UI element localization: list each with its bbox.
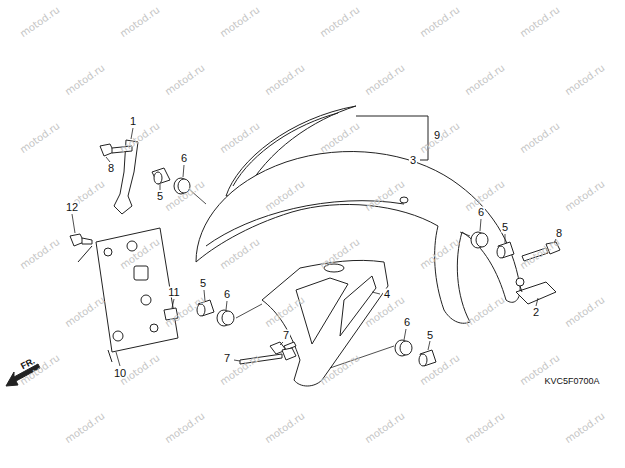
assembly-line	[460, 232, 470, 236]
watermark: motod.ru	[18, 121, 61, 156]
watermark: motod.ru	[518, 121, 561, 156]
leader-line	[505, 234, 506, 243]
leader-line	[172, 299, 174, 308]
watermark: motod.ru	[463, 63, 506, 98]
collar-end	[419, 354, 427, 366]
reflector-stud	[516, 278, 524, 286]
leader-line	[183, 165, 184, 177]
watermark: motod.ru	[563, 179, 606, 214]
watermark: motod.ru	[518, 5, 561, 40]
callout-number: 5	[156, 191, 164, 202]
watermark: motod.ru	[363, 63, 406, 98]
collar	[152, 168, 170, 184]
bolt-shank	[82, 238, 92, 244]
watermark: motod.ru	[263, 63, 306, 98]
mount-hole	[400, 197, 408, 203]
leader-line	[72, 214, 75, 233]
plate-slot	[134, 266, 148, 280]
watermark: motod.ru	[18, 237, 61, 272]
watermark: motod.ru	[118, 121, 161, 156]
watermark: motod.ru	[163, 411, 206, 446]
watermark: motod.ru	[463, 411, 506, 446]
watermark: motod.ru	[518, 237, 561, 272]
watermark: motod.ru	[218, 5, 261, 40]
callout-number: 2	[532, 307, 540, 318]
callout-number: 8	[107, 163, 115, 174]
callout-number: 6	[403, 317, 411, 328]
watermark: motod.ru	[163, 63, 206, 98]
watermark: motod.ru	[363, 411, 406, 446]
leader-line	[372, 292, 380, 294]
leader-line	[234, 360, 240, 361]
watermark: motod.ru	[63, 411, 106, 446]
watermark: motod.ru	[18, 5, 61, 40]
watermark: motod.ru	[418, 5, 461, 40]
diagram-code: KVC5F0700A	[544, 377, 599, 386]
callout-number: 5	[199, 278, 207, 289]
leader-line	[226, 301, 227, 310]
callout-number: 7	[282, 330, 290, 341]
callout-number: 1	[129, 116, 137, 127]
leader-line	[280, 342, 283, 345]
plate-hole	[104, 248, 112, 256]
watermark: motod.ru	[563, 411, 606, 446]
callout-number: 5	[426, 330, 434, 341]
plate	[96, 228, 178, 352]
watermark: motod.ru	[63, 63, 106, 98]
leader-lines	[72, 128, 556, 366]
leader-line	[106, 157, 110, 162]
plate-hole	[113, 331, 123, 341]
watermark: motod.ru	[563, 295, 606, 330]
callout-number: 7	[223, 353, 231, 364]
assembly-line	[236, 304, 262, 318]
callout-number: 10	[113, 368, 127, 379]
callout-number: 12	[65, 202, 79, 213]
leader-line	[404, 329, 406, 340]
callout-number: 5	[501, 222, 509, 233]
grommet	[400, 341, 412, 355]
watermark: motod.ru	[63, 295, 106, 330]
bolt	[282, 348, 296, 360]
grommet	[476, 233, 488, 247]
callout-number: 6	[223, 289, 231, 300]
watermark: motod.ru	[318, 5, 361, 40]
callout-number: 8	[555, 228, 563, 239]
leader-line	[536, 298, 538, 306]
watermark: motod.ru	[318, 121, 361, 156]
watermark: motod.ru	[118, 5, 161, 40]
leader-line	[160, 184, 161, 190]
callout-number: 4	[383, 289, 391, 300]
callout-number: 9	[433, 130, 441, 141]
collar	[498, 242, 514, 258]
leader-line	[428, 341, 430, 350]
callout-number: 6	[477, 207, 485, 218]
collar	[420, 350, 436, 366]
plate-hole	[150, 324, 158, 332]
reflector-stud	[520, 286, 522, 292]
callout-number: 11	[167, 287, 180, 298]
grommet	[222, 311, 234, 325]
collar-end	[497, 246, 505, 258]
watermark: motod.ru	[218, 121, 261, 156]
leader-line	[480, 219, 481, 231]
watermark: motod.ru	[463, 295, 506, 330]
callout-number: 3	[409, 155, 417, 166]
watermark: motod.ru	[263, 411, 306, 446]
leader-line	[116, 352, 120, 366]
plate-hole	[141, 295, 151, 305]
watermark: motod.ru	[563, 63, 606, 98]
callout-number: 6	[180, 153, 188, 164]
collar-end	[154, 172, 162, 184]
